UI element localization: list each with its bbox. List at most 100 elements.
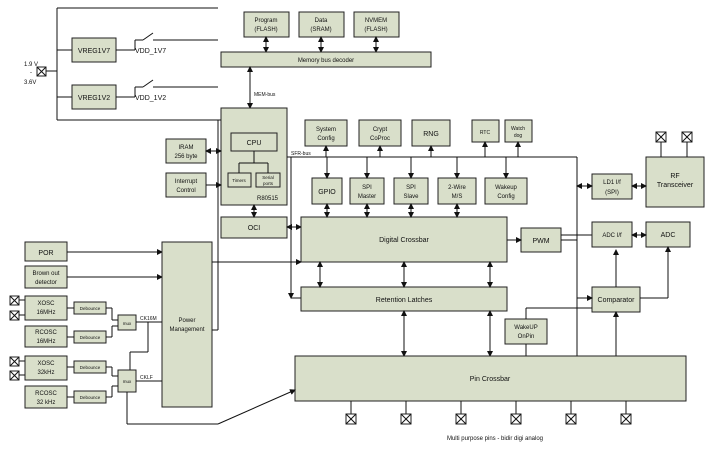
- memory-bus-decoder-label: Memory bus decoder: [298, 58, 354, 64]
- cpu-section: CPU Timers Serial ports R80515 IRAM 256 …: [165, 107, 577, 299]
- adc-interface-block: [591, 221, 633, 248]
- rf-transceiver-block: [645, 156, 705, 208]
- xosc16-freq-label: 16MHz: [36, 310, 55, 316]
- memory-bus-decoder-block: [220, 51, 432, 68]
- wakeup-onpin-block: [504, 318, 548, 345]
- system-config-label: System: [316, 127, 336, 133]
- rf-label: RF: [670, 173, 679, 180]
- debounce-label: Debounce: [80, 306, 101, 311]
- xosc32-freq-label: 32kHz: [37, 370, 54, 376]
- mem-bus-label: MEM-bus: [254, 92, 276, 98]
- interrupt-label: Interrupt: [175, 179, 198, 185]
- supply-pin-icon: [36, 66, 47, 77]
- program-sub-label: (FLASH): [254, 27, 277, 33]
- program-label: Program: [254, 18, 277, 24]
- antenna-pin-icon: [655, 131, 667, 157]
- power-management-sub-label: Management: [169, 327, 204, 333]
- nvmem-flash-block: [353, 11, 400, 38]
- xosc16-group: XOSC 16MHz Debounce: [9, 295, 107, 321]
- antenna-pin-icon: [681, 131, 693, 157]
- gpio-block: [311, 177, 343, 205]
- brownout-sub-label: detector: [35, 280, 57, 286]
- digital-crossbar-label: Digital Crossbar: [379, 237, 429, 244]
- sfr-bus-label: SFR-bus: [291, 151, 311, 157]
- wakeup-onpin-label: WakeUP: [514, 325, 537, 331]
- spi-slave-label: SPI: [406, 185, 416, 191]
- two-wire-sub-label: M/S: [452, 194, 463, 200]
- spi-slave-block: [393, 177, 429, 205]
- system-config-sub-label: Config: [317, 136, 334, 142]
- cpu-label: CPU: [247, 140, 262, 147]
- r80515-label: R80515: [257, 196, 279, 202]
- rf-transceiver-label: Transceiver: [657, 182, 694, 189]
- rcosc32-group: RCOSC 32 kHz Debounce: [24, 385, 107, 409]
- vreg1v7-block: [71, 37, 117, 63]
- iram-size-label: 256 byte: [174, 154, 198, 160]
- supply-voltage-top: 1.9 V: [24, 62, 38, 68]
- xosc32-block: [24, 355, 68, 381]
- pwm-label: PWM: [532, 238, 549, 245]
- wakeup-onpin-sub-label: OnPin: [518, 334, 535, 340]
- nvmem-label: NVMEM: [365, 18, 387, 24]
- rng-label: RNG: [423, 131, 439, 138]
- digital-crossbar-block: [300, 216, 508, 263]
- ld1-if-sub-label: (SPI): [605, 190, 619, 196]
- rng-block: [411, 119, 451, 147]
- mux-16m-label: mux: [123, 321, 132, 326]
- memory-section: Program (FLASH) Data (SRAM) NVMEM (FLASH…: [220, 11, 432, 109]
- peripheral-section: System Config Crypt CoProc RNG RTC Watch…: [294, 119, 687, 442]
- oci-label: OCI: [248, 225, 261, 232]
- vreg1v2-label: VREG1V2: [78, 95, 110, 102]
- adc-block: [645, 221, 691, 248]
- power-management-label: Power: [178, 318, 195, 324]
- interrupt-sub-label: Control: [176, 188, 195, 194]
- pin-icon: [345, 401, 357, 425]
- interrupt-control-block: [165, 172, 207, 198]
- rcosc16-group: RCOSC 16MHz Debounce: [24, 325, 107, 348]
- rcosc32-label: RCOSC: [35, 391, 57, 397]
- system-config-block: [304, 119, 348, 147]
- vdd-1v2-label: VDD_1V2: [135, 95, 166, 102]
- rf-section: LD1 I/f (SPI) RF Transceiver ADC I/f ADC: [576, 131, 705, 299]
- xosc32-group: XOSC 32kHz Debounce: [9, 355, 107, 381]
- pin-icon: [455, 401, 467, 425]
- debounce-label: Debounce: [80, 365, 101, 370]
- ld1-if-label: LD1 I/f: [603, 180, 621, 186]
- data-sram-block: [298, 11, 345, 38]
- iram-block: [165, 138, 207, 164]
- xosc32-label: XOSC: [37, 361, 55, 367]
- vreg1v7-label: VREG1V7: [78, 48, 110, 55]
- power-management-block: [161, 241, 213, 408]
- cklf-label: CKLF: [140, 375, 153, 381]
- rcosc16-freq-label: 16MHz: [36, 339, 55, 345]
- wakeup-config-sub-label: Config: [497, 194, 514, 200]
- spi-slave-sub-label: Slave: [403, 194, 419, 200]
- spi-master-label: SPI: [362, 185, 372, 191]
- pin-crossbar-block: [294, 355, 687, 402]
- ck16m-label: CK16M: [140, 316, 157, 322]
- xosc16-block: [24, 295, 68, 321]
- pin-icon: [400, 401, 412, 425]
- wakeup-config-block: [484, 177, 528, 205]
- crypt-sub-label: CoProc: [370, 136, 390, 142]
- supply-voltage-bottom: 3.6V: [24, 80, 36, 86]
- pins-caption: Multi purpose pins - bidir digi analog: [447, 436, 543, 442]
- two-wire-label: 2-Wire: [448, 185, 466, 191]
- debounce-label: Debounce: [80, 395, 101, 400]
- serial-ports-sub-label: ports: [263, 181, 274, 186]
- retention-latches-label: Retention Latches: [376, 297, 433, 304]
- wakeup-config-label: Wakeup: [495, 185, 517, 191]
- pin-icon: [620, 401, 632, 425]
- data-sub-label: (SRAM): [310, 27, 331, 33]
- data-label: Data: [315, 18, 328, 24]
- serial-ports-label: Serial: [262, 175, 274, 180]
- pin-crossbar-label: Pin Crossbar: [470, 376, 511, 383]
- watchdog-label: Watch: [511, 126, 525, 132]
- two-wire-block: [437, 177, 477, 205]
- vdd-1v7-label: VDD_1V7: [135, 48, 166, 55]
- spi-master-block: [349, 177, 385, 205]
- debounce-label: Debounce: [80, 335, 101, 340]
- pin-icon: [565, 401, 577, 425]
- spi-master-sub-label: Master: [358, 194, 376, 200]
- watchdog-sub-label: dog: [514, 133, 523, 139]
